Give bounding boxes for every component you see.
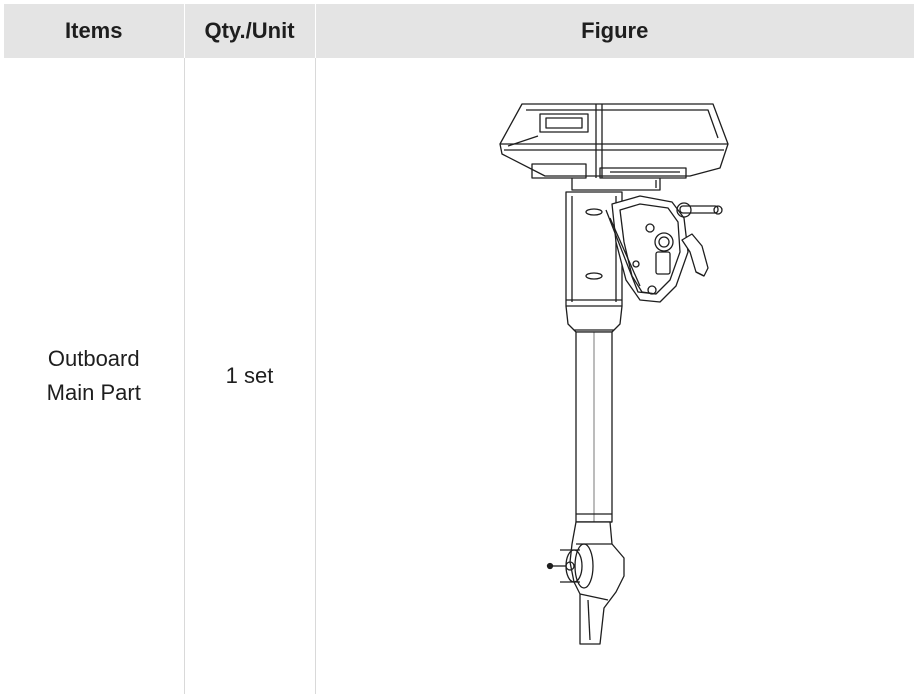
parts-table: Items Qty./Unit Figure Outboard Main Par… bbox=[4, 4, 914, 694]
header-figure: Figure bbox=[314, 4, 914, 58]
outboard-motor-drawing-icon bbox=[498, 103, 729, 645]
header-qty-unit: Qty./Unit bbox=[183, 4, 315, 58]
qty-cell: 1 set bbox=[183, 58, 315, 694]
figure-cell bbox=[314, 58, 914, 694]
item-name-line1: Outboard bbox=[47, 346, 140, 371]
table-header-row: Items Qty./Unit Figure bbox=[4, 4, 914, 58]
item-cell: Outboard Main Part bbox=[4, 58, 184, 694]
header-items: Items bbox=[4, 4, 184, 58]
item-name-line2: Main Part bbox=[46, 380, 141, 405]
table-row: Outboard Main Part 1 set bbox=[4, 58, 914, 694]
